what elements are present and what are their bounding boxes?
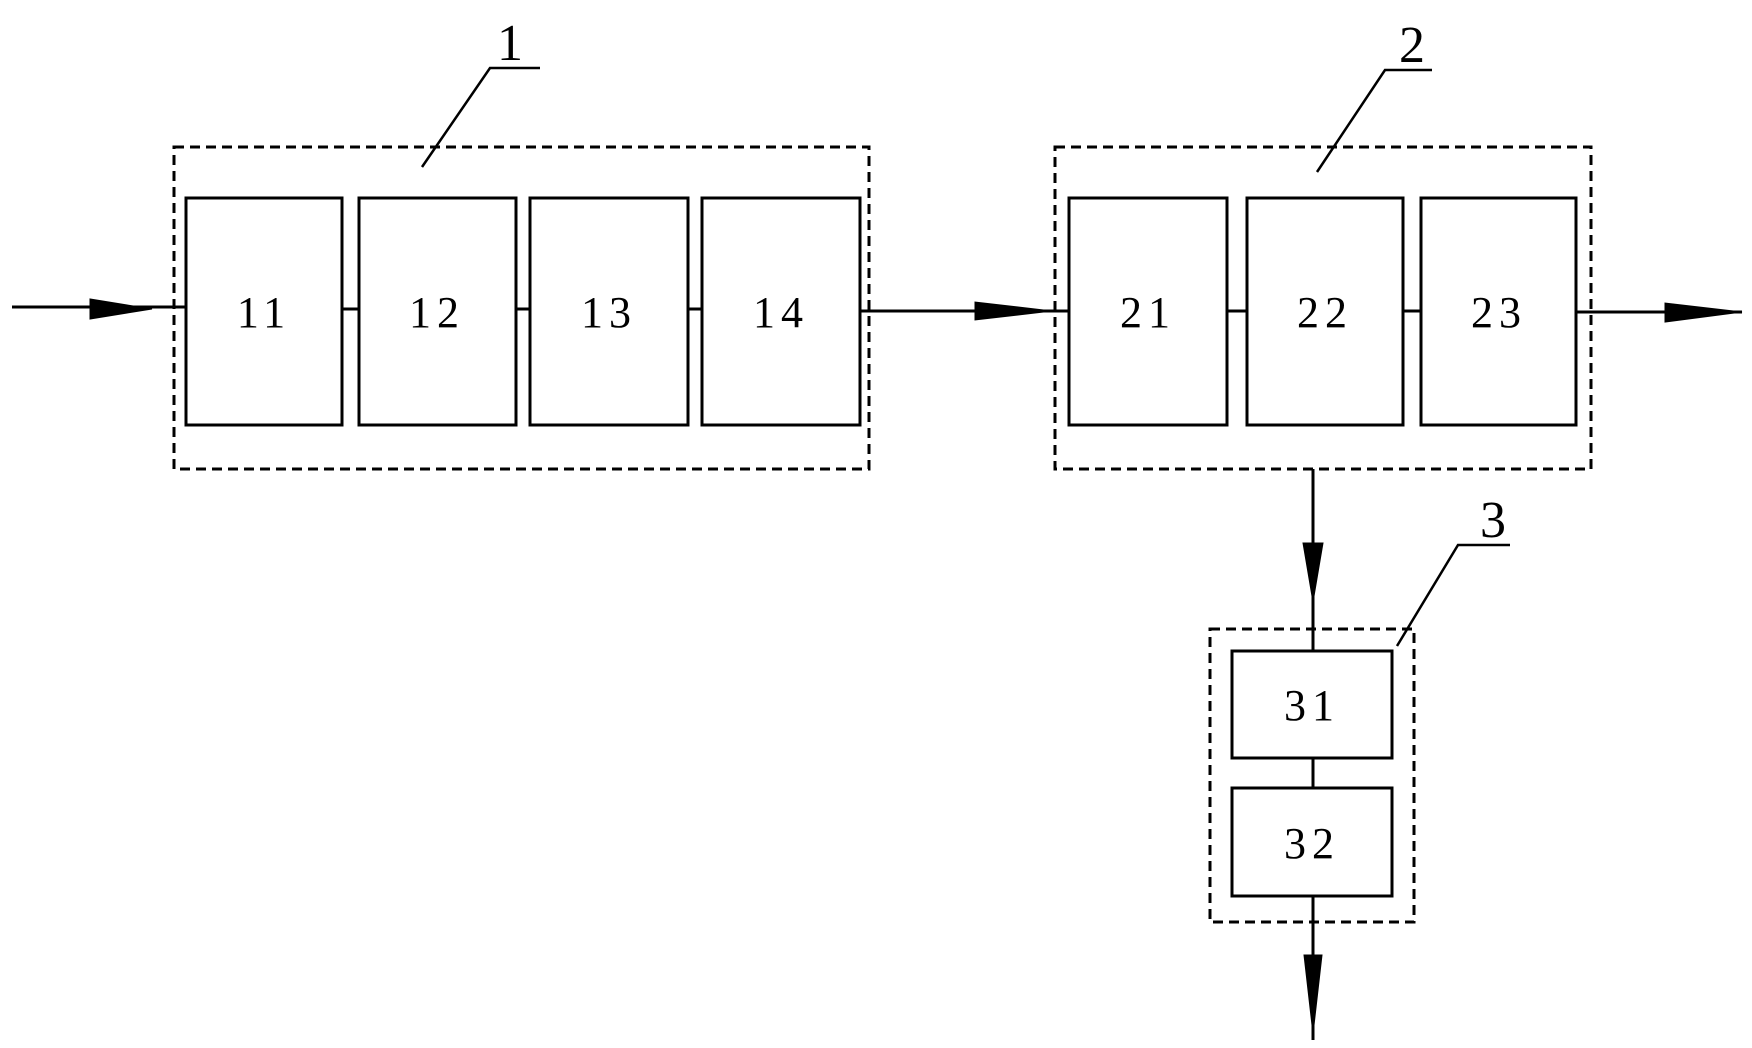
link-2-31-arrowhead xyxy=(1302,542,1324,603)
block-31-label: 31 xyxy=(1284,681,1340,730)
block-21: 21 xyxy=(1067,196,1229,427)
block-23-label: 23 xyxy=(1471,288,1527,337)
block-32-label: 32 xyxy=(1284,819,1340,868)
output-arrowhead xyxy=(1664,302,1743,323)
group-3-label: 3 xyxy=(1480,492,1506,549)
block-11-label: 11 xyxy=(237,288,291,337)
block-22: 22 xyxy=(1245,196,1405,427)
block-14: 14 xyxy=(700,196,862,427)
group-1-label: 1 xyxy=(497,15,523,72)
block-11: 11 xyxy=(184,196,344,427)
block-13: 13 xyxy=(528,196,690,427)
block-32: 32 xyxy=(1230,786,1394,898)
group-2-frame xyxy=(1053,145,1593,471)
link-14-21-arrowhead xyxy=(974,301,1053,321)
block-21-label: 21 xyxy=(1120,288,1176,337)
group-2-leader-line xyxy=(1315,68,1432,173)
block-23: 23 xyxy=(1419,196,1578,427)
group-2-label: 2 xyxy=(1399,17,1425,74)
block-12: 12 xyxy=(357,196,518,427)
block-31: 31 xyxy=(1230,649,1394,760)
block-12-label: 12 xyxy=(409,288,465,337)
block-14-label: 14 xyxy=(753,288,809,337)
input-arrowhead xyxy=(89,298,153,320)
group-1-leader-line xyxy=(420,66,540,168)
group-3-leader-line xyxy=(1395,543,1510,647)
block-22-label: 22 xyxy=(1297,288,1353,337)
bottom-output-arrowhead xyxy=(1303,954,1323,1035)
block-13-label: 13 xyxy=(581,288,637,337)
